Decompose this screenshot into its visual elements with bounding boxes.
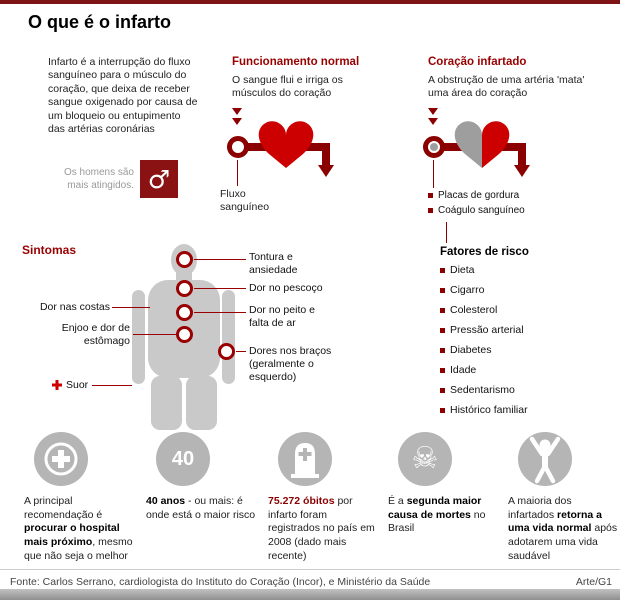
arm-line (236, 351, 246, 352)
age-number: 40 (171, 448, 195, 470)
risk-item-label: Diabetes (450, 344, 492, 356)
stomach-label: Enjoo e dor de estômago (61, 322, 130, 347)
symptom-marker-stomach (176, 326, 193, 343)
back-line (112, 307, 150, 308)
age-40-icon: 40 (156, 432, 210, 486)
stat-deaths-text: 75.272 óbitos por infarto foram registra… (268, 495, 375, 562)
sweat-line (92, 385, 132, 386)
body-silhouette (132, 244, 235, 430)
sweat-label-row: Suor (52, 379, 88, 391)
risk-list: Dieta Cigarro Colesterol Pressão arteria… (440, 264, 570, 424)
stat-deaths: 75.272 óbitos por infarto foram registra… (268, 432, 380, 563)
clot-labels: Placas de gordura Coágulo sanguíneo (428, 190, 548, 220)
dizziness-line (194, 259, 246, 260)
stomach-line (133, 334, 176, 335)
normal-heart-title: Funcionamento normal (232, 56, 360, 68)
clot-label-connector (433, 160, 434, 188)
infarcted-heart-title: Coração infartado (428, 56, 527, 68)
symptoms-title: Sintomas (22, 243, 77, 257)
infarcted-heart-desc: A obstrução de uma artéria 'mata' uma ár… (428, 74, 585, 100)
tombstone-icon (278, 432, 332, 486)
footer-divider (0, 569, 620, 570)
flow-label-connector (237, 160, 238, 186)
normal-heart-desc: O sangue flui e irriga os músculos do co… (232, 74, 343, 100)
risk-item: Cigarro (440, 284, 570, 296)
risk-item: Diabetes (440, 344, 570, 356)
stat-recovery: A maioria dos infartados retorna a uma v… (508, 432, 620, 563)
footer-credit: Arte/G1 (575, 576, 612, 588)
chest-line (194, 312, 246, 313)
men-note-text: Os homens são mais atingidos. (63, 167, 134, 191)
skull-glyph: ☠ (411, 441, 439, 476)
risk-item-label: Sedentarismo (450, 384, 515, 396)
clot-label: Coágulo sanguíneo (438, 205, 525, 216)
normal-heart-section: Funcionamento normal O sangue flui e irr… (232, 56, 402, 101)
square-bullet-icon (440, 287, 445, 293)
square-bullet-icon (440, 387, 445, 393)
risk-item-label: Dieta (450, 264, 475, 276)
risk-section-connector (446, 222, 447, 243)
stat-age: 40 40 anos - ou mais: é onde está o maio… (146, 432, 258, 522)
stat-cause-text: É a segunda maior causa de mortes no Bra… (388, 495, 486, 535)
neck-line (194, 288, 246, 289)
normal-heart-illustration (227, 108, 334, 177)
risk-item: Dieta (440, 264, 570, 276)
clot-label-row: Coágulo sanguíneo (428, 205, 548, 216)
arms-label: Dores nos braços (geralmente o esquerdo) (249, 345, 332, 383)
symptom-marker-neck (176, 280, 193, 297)
risk-item-label: Cigarro (450, 284, 485, 296)
skull-icon: ☠ (398, 432, 452, 486)
risk-item: Sedentarismo (440, 384, 570, 396)
risk-item: Colesterol (440, 304, 570, 316)
symptom-marker-head (176, 251, 193, 268)
chest-label: Dor no peito e falta de ar (249, 304, 315, 329)
flow-label: Fluxo sanguíneo (220, 188, 270, 214)
intro-text: Infarto é a interrupção do fluxo sanguín… (48, 56, 198, 136)
risk-item-label: Pressão arterial (450, 324, 524, 336)
square-bullet-icon (428, 208, 433, 213)
square-bullet-icon (440, 267, 445, 273)
stat-cause: ☠ É a segunda maior causa de mortes no B… (388, 432, 500, 536)
square-bullet-icon (440, 407, 445, 413)
plaque-label: Placas de gordura (438, 190, 520, 201)
risk-item-label: Histórico familiar (450, 404, 528, 416)
risk-item: Pressão arterial (440, 324, 570, 336)
person-icon (518, 432, 572, 486)
top-red-bar (0, 0, 620, 4)
footer-gray-bar (0, 589, 620, 600)
plaque-label-row: Placas de gordura (428, 190, 548, 201)
risk-title: Fatores de risco (440, 246, 529, 258)
risk-item: Idade (440, 364, 570, 376)
stat-recovery-text: A maioria dos infartados retorna a uma v… (508, 495, 618, 562)
square-bullet-icon (428, 193, 433, 198)
symptom-marker-chest (176, 304, 193, 321)
stat-age-text: 40 anos - ou mais: é onde está o maior r… (146, 495, 256, 521)
stat-hospital: A principal recomendação é procurar o ho… (24, 432, 136, 563)
square-bullet-icon (440, 307, 445, 313)
dizziness-label: Tontura e ansiedade (249, 251, 298, 276)
male-symbol-box: ♂ (140, 160, 178, 198)
neck-label: Dor no pescoço (249, 282, 323, 294)
back-label: Dor nas costas (39, 301, 110, 313)
risk-item-label: Colesterol (450, 304, 498, 316)
footer-source: Fonte: Carlos Serrano, cardiologista do … (10, 576, 431, 588)
first-aid-icon (34, 432, 88, 486)
page-title: O que é o infarto (28, 12, 172, 32)
infarcted-heart-illustration (423, 108, 530, 177)
infarcted-heart-section: Coração infartado A obstrução de uma art… (428, 56, 598, 101)
red-cross-icon (52, 380, 62, 390)
risk-item-label: Idade (450, 364, 477, 376)
sweat-label: Suor (66, 379, 89, 391)
male-icon: ♂ (147, 164, 171, 194)
symptom-marker-arm (218, 343, 235, 360)
stat-hospital-text: A principal recomendação é procurar o ho… (24, 495, 133, 562)
square-bullet-icon (440, 367, 445, 373)
square-bullet-icon (440, 327, 445, 333)
square-bullet-icon (440, 347, 445, 353)
risk-item: Histórico familiar (440, 404, 570, 416)
